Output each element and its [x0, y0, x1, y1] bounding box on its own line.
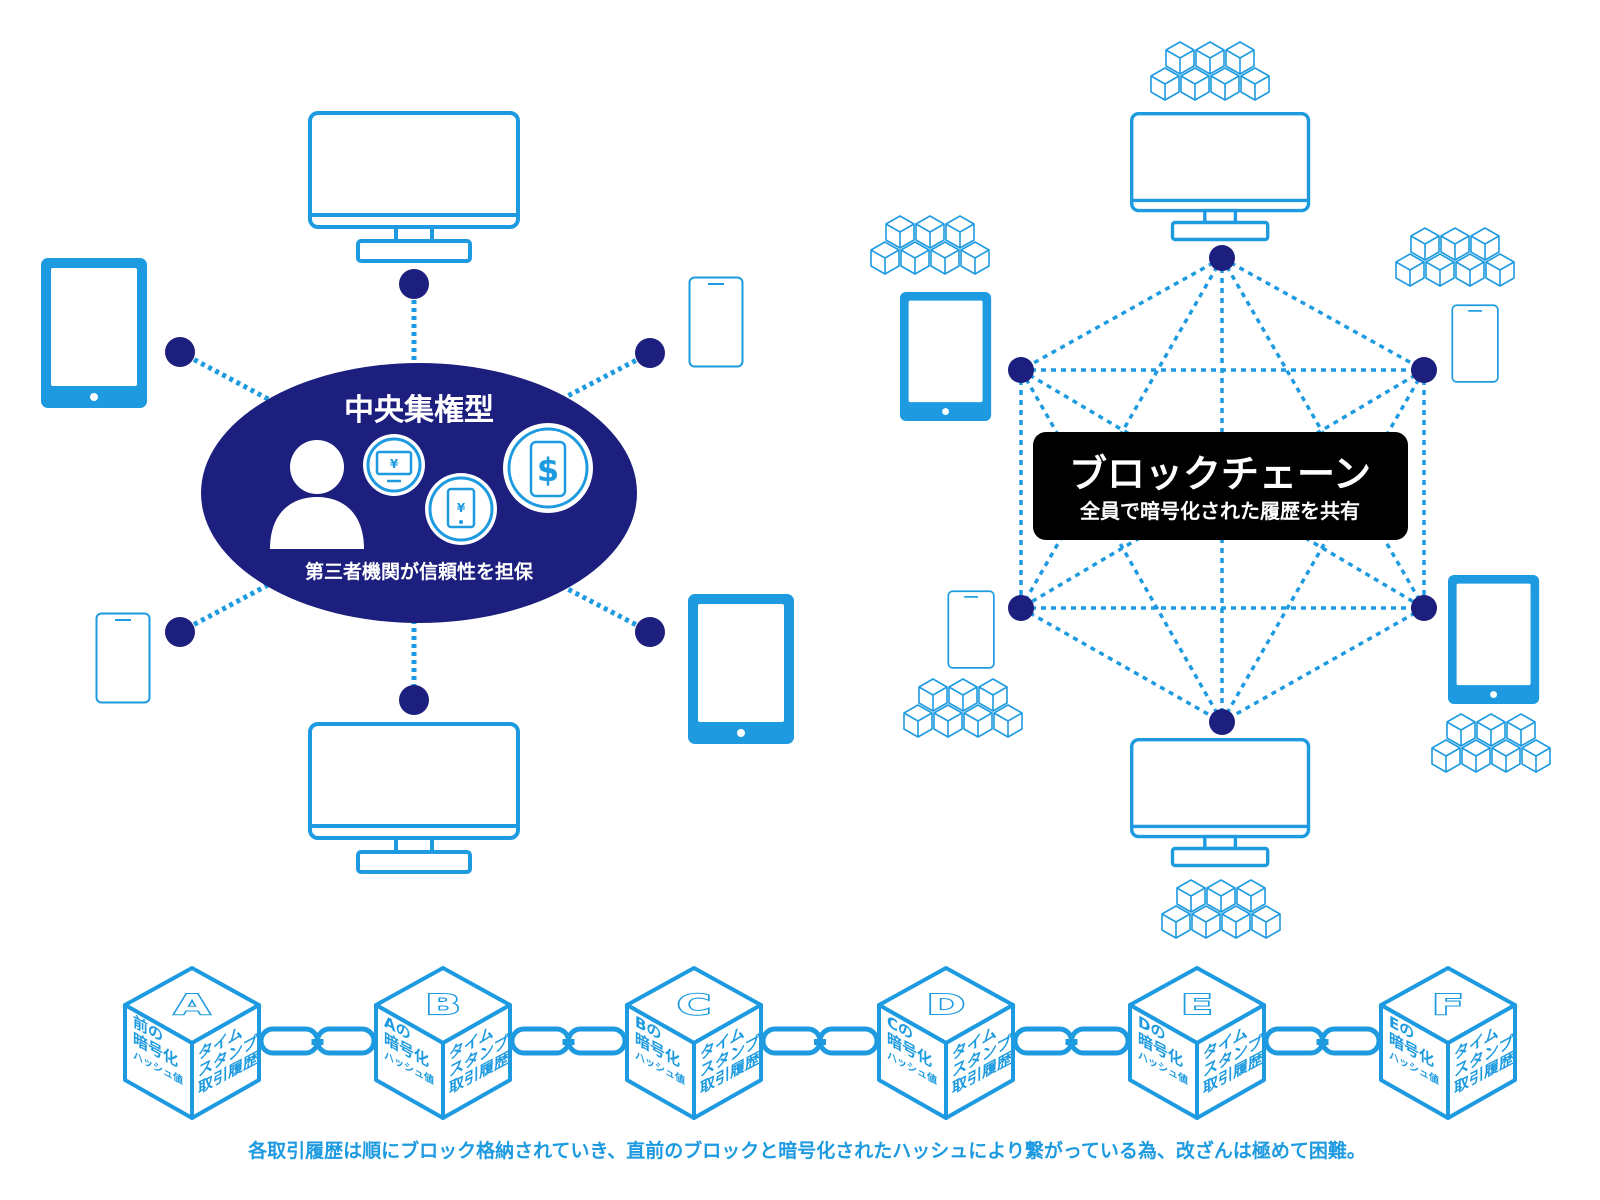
- block-letter: C: [677, 989, 711, 1021]
- chain-link: [508, 1026, 629, 1056]
- phone-icon: [95, 612, 151, 704]
- tablet-icon: [41, 258, 147, 408]
- centralized-network: 中央集権型 第三者機関が信頼性を担保 ¥ ¥ $: [41, 111, 794, 874]
- dollar-phone-coin-icon: $: [503, 423, 593, 513]
- tablet-icon: [688, 594, 794, 744]
- block-letter: A: [174, 989, 210, 1021]
- tablet-icon: [900, 292, 992, 421]
- monitor-icon: [308, 111, 520, 263]
- central-nodes: [165, 269, 665, 715]
- yen-symbol: ¥: [390, 457, 399, 471]
- block-letter: D: [927, 989, 965, 1021]
- dollar-symbol: $: [537, 451, 559, 489]
- monitor-icon: [1130, 111, 1311, 242]
- chain-link: [759, 1026, 881, 1056]
- monitor-icon: [1130, 738, 1311, 868]
- blockchain-label-box: [1033, 432, 1408, 540]
- central-title: 中央集権型: [344, 393, 494, 428]
- block-cluster-icon: [1151, 42, 1269, 100]
- yen-tablet-coin-icon: ¥: [425, 473, 497, 545]
- chain-caption: 各取引履歴は順にブロック格納されていき、直前のブロックと暗号化されたハッシュによ…: [247, 1139, 1366, 1162]
- phone-icon: [1451, 304, 1499, 383]
- yen-monitor-coin-icon: ¥: [363, 434, 425, 496]
- central-subtitle: 第三者機関が信頼性を担保: [305, 560, 534, 583]
- block-cluster-icon: [904, 679, 1022, 737]
- block-cluster-icon: [1396, 228, 1514, 286]
- chain-link: [257, 1026, 378, 1056]
- block-letter: B: [425, 989, 460, 1021]
- person-icon: [270, 440, 364, 549]
- phone-icon: [688, 276, 744, 368]
- block-cluster-icon: [871, 216, 989, 274]
- block-letter: F: [1432, 989, 1463, 1021]
- mesh-nodes: [1008, 245, 1437, 735]
- block-cluster-icon: [1162, 880, 1280, 938]
- monitor-icon: [308, 722, 520, 874]
- yen-symbol: ¥: [457, 501, 466, 515]
- chain-link: [1262, 1026, 1383, 1056]
- tablet-icon: [1448, 575, 1540, 704]
- block-letter: E: [1181, 989, 1212, 1021]
- blockchain-title: ブロックチェーン: [1069, 452, 1371, 496]
- block-cluster-icon: [1432, 714, 1550, 772]
- blockchain-subtitle: 全員で暗号化された履歴を共有: [1079, 499, 1360, 523]
- chain-link: [1011, 1026, 1132, 1056]
- blockchain-network: ブロックチェーン 全員で暗号化された履歴を共有: [871, 42, 1550, 938]
- phone-icon: [947, 590, 995, 669]
